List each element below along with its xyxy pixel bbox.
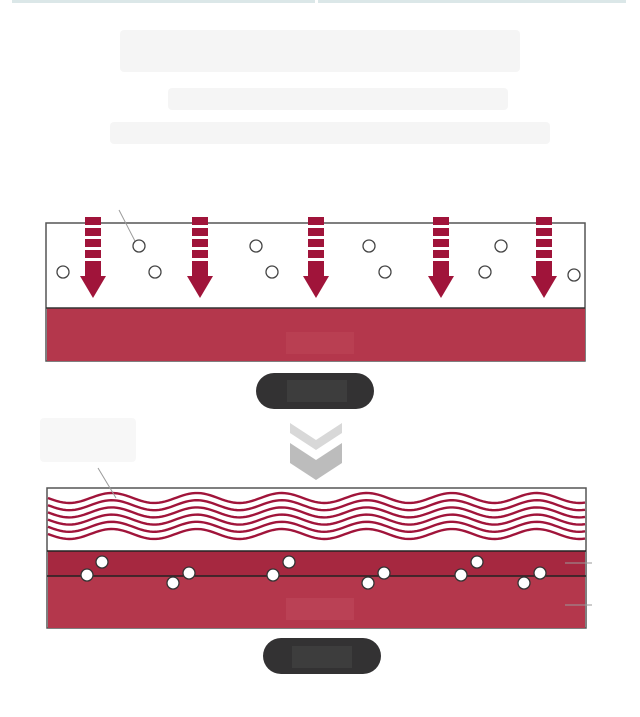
faded-subtitle-line-2 [110,122,550,144]
wave-line [47,513,586,526]
faded-pill-text-2 [292,646,352,668]
trapped-bubble [166,576,180,590]
air-bubble [567,268,581,282]
trapped-bubble [454,568,468,582]
air-bubbles [56,239,581,282]
trapped-bubble [470,555,484,569]
trapped-bubble [533,566,547,580]
wave-line [47,520,586,534]
wave-line [47,498,586,512]
after-panel [46,467,592,629]
faded-subtitle-line-1 [168,88,508,110]
faded-base-label [286,332,354,354]
trapped-bubble [95,555,109,569]
air-bubble [378,265,392,279]
faded-side-label [40,418,136,462]
wave-line [47,506,586,519]
downward-arrows [80,217,557,298]
trapped-bubble [517,576,531,590]
down-arrow-icon [80,217,106,298]
air-bubble [56,265,70,279]
trapped-air-bubbles [80,555,547,590]
down-arrow-icon [428,217,454,298]
air-bubble [132,239,146,253]
before-panel [45,209,586,362]
air-bubble [362,239,376,253]
air-bubble [265,265,279,279]
wave-line [47,491,586,505]
down-arrow-icon [531,217,557,298]
air-bubble [249,239,263,253]
down-arrow-icon [187,217,213,298]
air-bubble [478,265,492,279]
leader-line-after [97,467,117,499]
trapped-bubble [282,555,296,569]
air-bubble [494,239,508,253]
trapped-bubble [361,576,375,590]
trapped-bubble [182,566,196,580]
down-arrow-icon [303,217,329,298]
wave-line [47,527,586,541]
air-bubble [148,265,162,279]
faded-title [120,30,520,72]
trapped-bubble [377,566,391,580]
faded-base-label-after [286,598,354,620]
faded-pill-text [287,380,347,402]
leader-line [118,209,137,244]
wave-coating-layer [47,491,586,541]
trapped-bubble [266,568,280,582]
bonded-layer [48,551,585,576]
top-divider [12,0,626,3]
trapped-bubble [80,568,94,582]
chevron-down-icon [290,423,342,480]
